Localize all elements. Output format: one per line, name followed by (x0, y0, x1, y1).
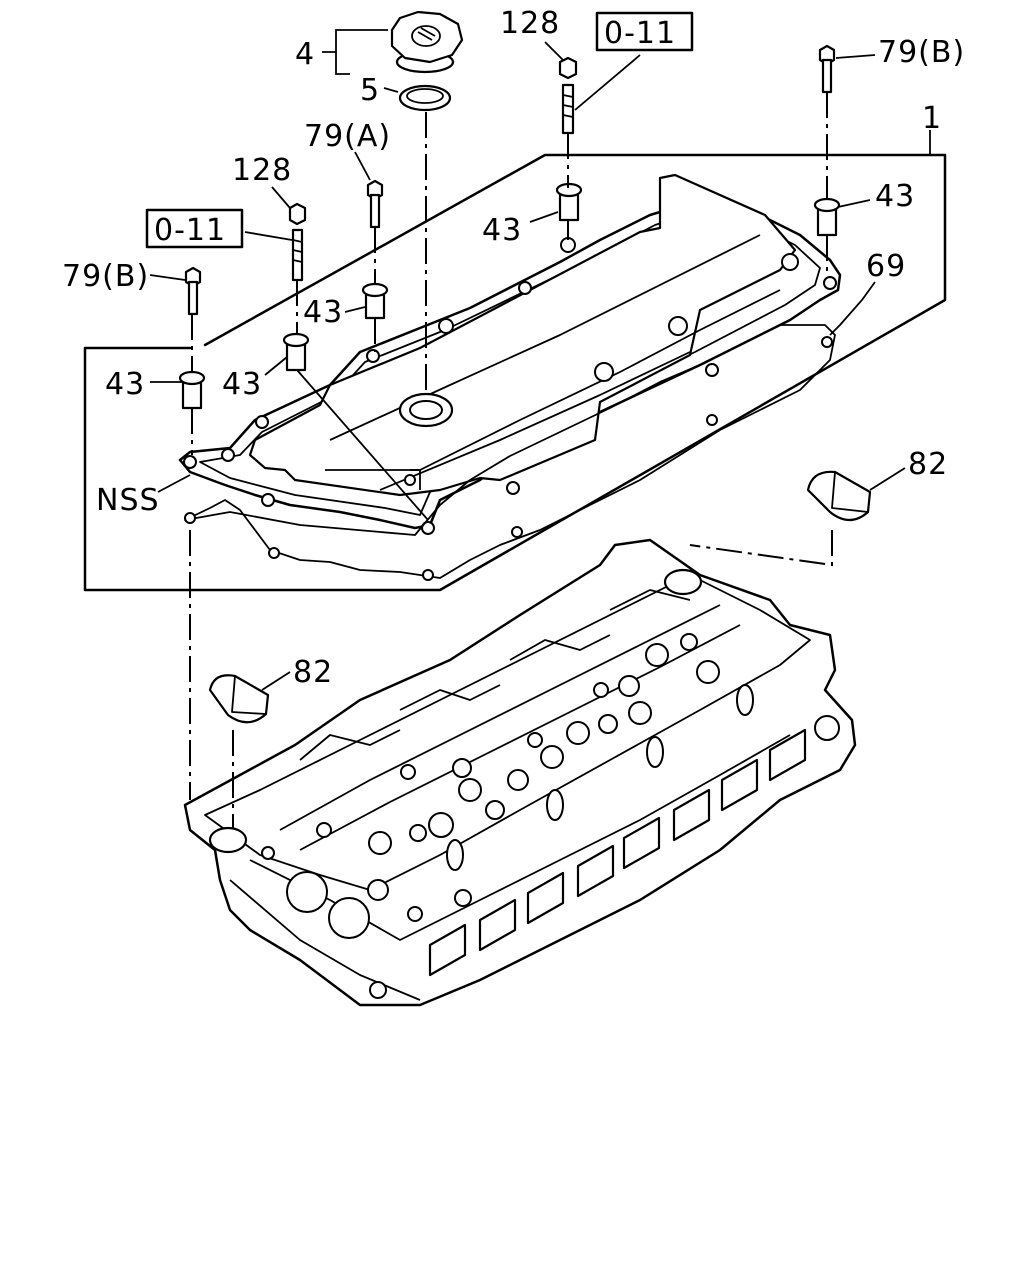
callout-1: 1 (922, 101, 942, 136)
callout-labels: 4 5 128 0-11 79(B) 79(A) 1 128 0-11 43 4… (62, 6, 965, 690)
grommet-top-center (555, 182, 583, 222)
callout-0-11-left: 0-11 (154, 213, 226, 248)
nut-left (288, 202, 307, 226)
callout-5: 5 (360, 73, 380, 108)
half-moon-plug-left (208, 674, 270, 724)
callout-79b-left: 79(B) (62, 259, 149, 294)
grommet-79a (361, 282, 389, 320)
callout-43-mid: 43 (303, 295, 343, 330)
callout-128-left: 128 (232, 153, 292, 188)
callout-79a: 79(A) (304, 119, 391, 154)
grommet-top-right (813, 197, 841, 237)
leader-lines (149, 29, 906, 691)
callout-43-right: 43 (875, 179, 915, 214)
cylinder-head (183, 538, 857, 1007)
bolt-top-right (818, 44, 836, 94)
callout-82-right: 82 (908, 447, 948, 482)
callout-69: 69 (866, 249, 906, 284)
half-moon-plug-right (806, 470, 872, 522)
callout-128-top: 128 (500, 6, 560, 41)
callout-4: 4 (295, 37, 315, 72)
callout-79b-top: 79(B) (878, 35, 965, 70)
bolt-79a (366, 179, 384, 229)
callout-43-lower: 43 (222, 367, 262, 402)
grommet-left-center (282, 332, 310, 372)
ref-box-top (595, 11, 694, 52)
head-cover-gasket (184, 324, 836, 581)
stud-left (291, 228, 304, 282)
callout-0-11-top: 0-11 (604, 16, 676, 51)
alignment-lines (189, 92, 833, 835)
ref-box-left (145, 208, 244, 249)
callout-nss: NSS (96, 483, 160, 518)
grommet-left (178, 370, 206, 410)
bolt-left (184, 266, 202, 316)
callout-82-left: 82 (293, 655, 333, 690)
cylinder-head-cover (178, 173, 842, 535)
stud-top (561, 83, 575, 135)
oil-filler-seal (398, 84, 452, 112)
oil-filler-cap (390, 10, 464, 74)
nut-top (558, 56, 578, 80)
callout-43-left: 43 (105, 367, 145, 402)
assembly-group-outline (83, 130, 947, 592)
callout-43-center: 43 (482, 213, 522, 248)
